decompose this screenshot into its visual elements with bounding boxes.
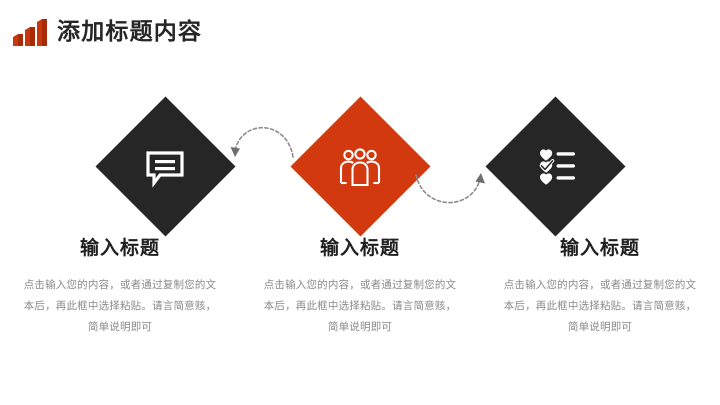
diagram-node-3[interactable]	[482, 95, 628, 240]
column-title: 输入标题	[319, 238, 400, 259]
slide-header: 添加标题内容	[0, 0, 720, 62]
text-column-1: 输入标题 点击输入您的内容，或者通过复制您的文本后，再此框中选择粘贴。请言简意赅…	[0, 238, 240, 348]
column-title: 输入标题	[79, 238, 160, 259]
bar-chart-icon	[9, 13, 49, 49]
text-column-2: 输入标题 点击输入您的内容，或者通过复制您的文本后，再此框中选择粘贴。请言简意赅…	[240, 238, 480, 348]
diagram-node-2[interactable]	[287, 95, 433, 240]
diamond-shape-1[interactable]	[95, 96, 236, 237]
column-body: 点击输入您的内容，或者通过复制您的文本后，再此框中选择粘贴。请言简意赅，简单说明…	[23, 278, 217, 333]
diagram-node-1[interactable]	[92, 95, 238, 240]
diamond-shape-3[interactable]	[485, 96, 626, 237]
diagram-node-row	[0, 95, 720, 240]
diamond-shape-2[interactable]	[290, 96, 431, 237]
diagram-text-row: 输入标题 点击输入您的内容，或者通过复制您的文本后，再此框中选择粘贴。请言简意赅…	[0, 238, 720, 348]
column-title: 输入标题	[559, 238, 640, 259]
column-body: 点击输入您的内容，或者通过复制您的文本后，再此框中选择粘贴。请言简意赅，简单说明…	[503, 278, 697, 333]
column-body: 点击输入您的内容，或者通过复制您的文本后，再此框中选择粘贴。请言简意赅，简单说明…	[263, 278, 457, 333]
page-title: 添加标题内容	[57, 17, 203, 44]
text-column-3: 输入标题 点击输入您的内容，或者通过复制您的文本后，再此框中选择粘贴。请言简意赅…	[480, 238, 720, 348]
